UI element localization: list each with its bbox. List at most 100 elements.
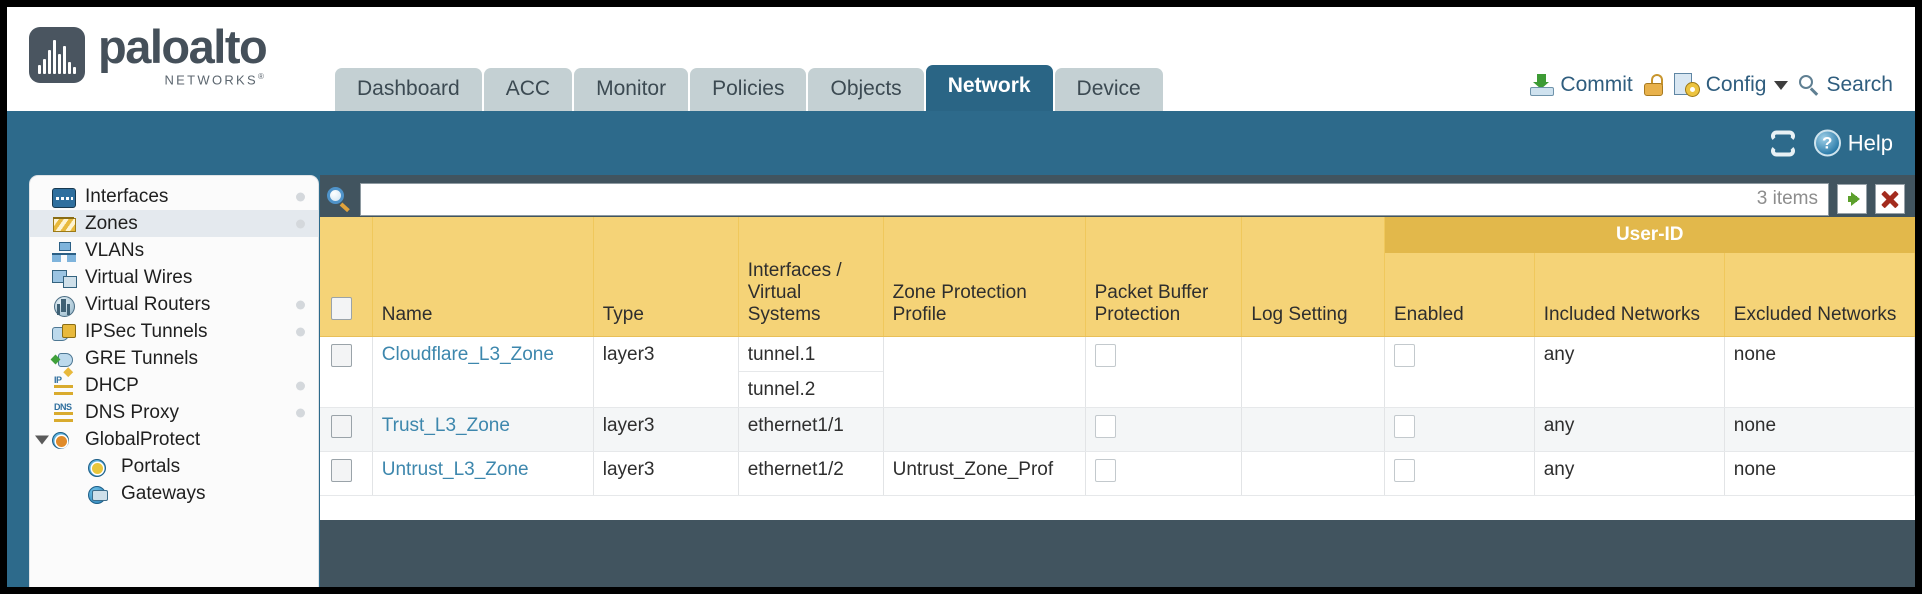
top-header: paloalto NETWORKS® Dashboard ACC Monitor… [7, 7, 1915, 111]
search-button[interactable]: Search [1799, 73, 1893, 97]
sidebar-item-label: Portals [121, 455, 181, 477]
interface-entry: tunnel.2 [747, 379, 816, 400]
status-dot [296, 408, 305, 417]
included-networks-cell: any [1534, 336, 1725, 408]
portals-icon [88, 457, 112, 477]
virtual-wires-icon [52, 268, 77, 288]
brand-logo: paloalto NETWORKS® [29, 20, 268, 87]
sidebar-item-label: Virtual Wires [85, 266, 193, 288]
sidebar-item-ipsec-tunnels[interactable]: IPSec Tunnels [30, 318, 318, 345]
zones-table: User-ID Name Type Interfaces / Virtual S… [320, 217, 1915, 496]
search-input-wrapper[interactable]: 3 items [360, 182, 1829, 216]
commit-button[interactable]: Commit [1530, 73, 1633, 97]
column-header-included-networks[interactable]: Included Networks [1534, 253, 1725, 337]
user-id-enabled-cell [1384, 451, 1535, 496]
group-spacer [593, 217, 739, 253]
table-bottom-filler [320, 496, 1915, 520]
help-button[interactable]: ? Help [1813, 129, 1893, 157]
filter-search-icon[interactable] [326, 186, 352, 213]
sidebar-item-vlans[interactable]: VLANs [30, 237, 318, 264]
tab-device[interactable]: Device [1054, 68, 1163, 111]
gre-tunnels-icon [52, 349, 76, 369]
zone-name-link[interactable]: Untrust_L3_Zone [381, 459, 529, 480]
column-header-packet-buffer-protection[interactable]: Packet Buffer Protection [1085, 253, 1243, 337]
sidebar-item-gre-tunnels[interactable]: GRE Tunnels [30, 345, 318, 372]
sidebar-item-interfaces[interactable]: Interfaces [30, 183, 318, 210]
user-id-group-header: User-ID [1384, 217, 1915, 253]
zone-name-link[interactable]: Trust_L3_Zone [381, 415, 510, 436]
expander-triangle-icon[interactable] [35, 435, 49, 444]
apply-filter-button[interactable] [1837, 184, 1867, 214]
zone-name-link[interactable]: Cloudflare_L3_Zone [381, 344, 554, 365]
sidebar-item-dhcp[interactable]: IP DHCP [30, 372, 318, 399]
item-count-label: 3 items [1756, 188, 1818, 209]
tab-objects[interactable]: Objects [808, 68, 924, 111]
zone-name-cell: Trust_L3_Zone [372, 407, 594, 452]
packet-buffer-protection-checkbox[interactable] [1094, 344, 1116, 367]
green-arrow-icon [1847, 192, 1860, 206]
lock-button[interactable] [1643, 74, 1663, 96]
refresh-icon[interactable] [1768, 130, 1798, 156]
chevron-down-icon [1774, 80, 1789, 90]
tab-policies[interactable]: Policies [690, 68, 807, 111]
column-header-enabled[interactable]: Enabled [1384, 253, 1535, 337]
paloalto-logo-icon [29, 27, 85, 84]
sidebar-item-label: GlobalProtect [85, 428, 201, 450]
user-id-enabled-checkbox[interactable] [1393, 344, 1415, 367]
sidebar-item-label: DHCP [85, 374, 139, 396]
zone-protection-profile-cell: Untrust_Zone_Prof [883, 451, 1086, 496]
packet-buffer-protection-checkbox[interactable] [1094, 415, 1116, 438]
tab-dashboard[interactable]: Dashboard [335, 68, 482, 111]
sidebar-item-virtual-routers[interactable]: Virtual Routers [30, 291, 318, 318]
context-bar: ? Help [7, 111, 1915, 175]
user-id-enabled-checkbox[interactable] [1393, 415, 1415, 438]
sidebar-item-dns-proxy[interactable]: DNS DNS Proxy [30, 399, 318, 426]
search-icon [1799, 74, 1820, 96]
sidebar-item-zones[interactable]: Zones [30, 210, 318, 237]
user-id-enabled-checkbox[interactable] [1393, 459, 1415, 482]
group-spacer [320, 217, 373, 253]
unlocked-padlock-icon [1643, 74, 1663, 96]
column-header-zone-protection-profile[interactable]: Zone Protection Profile [883, 253, 1086, 337]
tab-monitor[interactable]: Monitor [574, 68, 689, 111]
table-row[interactable]: Trust_L3_Zone layer3 ethernet1/1 [320, 407, 1915, 452]
tab-network[interactable]: Network [925, 65, 1053, 111]
row-select-cell [320, 451, 373, 496]
tab-acc[interactable]: ACC [483, 68, 573, 111]
packet-buffer-protection-checkbox[interactable] [1094, 459, 1116, 482]
config-icon [1673, 73, 1700, 97]
config-label: Config [1705, 73, 1767, 96]
row-checkbox[interactable] [331, 459, 352, 482]
table-row[interactable]: Untrust_L3_Zone layer3 ethernet1/2 Untru… [320, 451, 1915, 496]
packet-buffer-protection-cell [1085, 451, 1243, 496]
row-select-cell [320, 407, 373, 452]
group-spacer [1085, 217, 1243, 253]
config-dropdown[interactable]: Config [1673, 73, 1789, 97]
user-id-enabled-cell [1384, 336, 1535, 408]
row-checkbox[interactable] [331, 344, 352, 367]
column-header-log-setting[interactable]: Log Setting [1241, 253, 1385, 337]
brand-name: paloalto [98, 20, 268, 73]
select-all-checkbox[interactable] [331, 297, 352, 320]
status-dot [296, 381, 305, 390]
sidebar-item-portals[interactable]: Portals [30, 453, 318, 480]
column-header-type[interactable]: Type [593, 253, 739, 337]
user-id-enabled-cell [1384, 407, 1535, 452]
excluded-networks-cell: none [1724, 407, 1915, 452]
column-header-name[interactable]: Name [372, 253, 594, 337]
sidebar-item-globalprotect[interactable]: GlobalProtect [30, 426, 318, 453]
globalprotect-icon [52, 430, 76, 450]
column-header-interfaces[interactable]: Interfaces / Virtual Systems [738, 253, 884, 337]
column-header-excluded-networks[interactable]: Excluded Networks [1724, 253, 1915, 337]
group-spacer [372, 217, 594, 253]
sidebar-item-virtual-wires[interactable]: Virtual Wires [30, 264, 318, 291]
row-checkbox[interactable] [331, 415, 352, 438]
sidebar-item-label: Virtual Routers [85, 293, 211, 315]
sidebar-item-gateways[interactable]: Gateways [30, 480, 318, 507]
clear-filter-button[interactable] [1875, 184, 1905, 214]
zone-type-cell: layer3 [593, 336, 739, 408]
select-all-header [320, 253, 373, 337]
log-setting-cell [1241, 407, 1385, 452]
group-spacer [738, 217, 884, 253]
